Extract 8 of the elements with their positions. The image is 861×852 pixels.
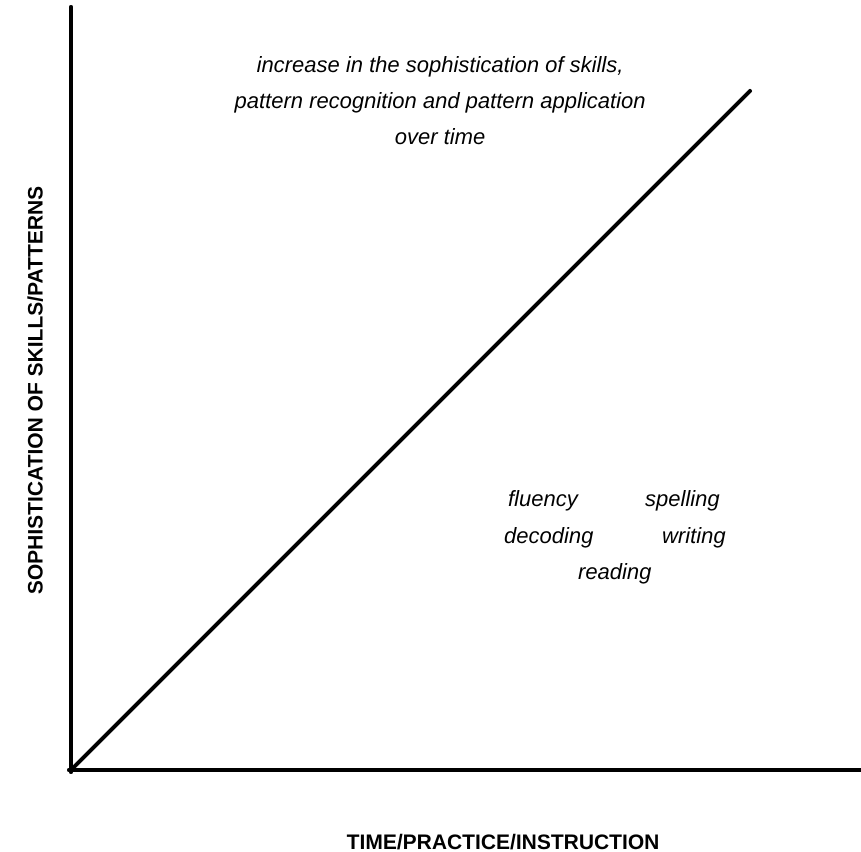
skill-label: reading: [578, 558, 652, 586]
skill-label: spelling: [645, 485, 720, 513]
skill-label: writing: [662, 522, 726, 550]
annotation-text: increase in the sophistication of skills, pattern recognition and pattern application over time: [233, 51, 646, 151]
axis-title: TIME/PRACTICE/INSTRUCTION: [346, 830, 660, 852]
axis-title: SOPHISTICATION OF SKILLS/PATTERNS: [23, 184, 48, 596]
skill-label: decoding: [504, 522, 594, 550]
skill-label: fluency: [508, 485, 578, 513]
